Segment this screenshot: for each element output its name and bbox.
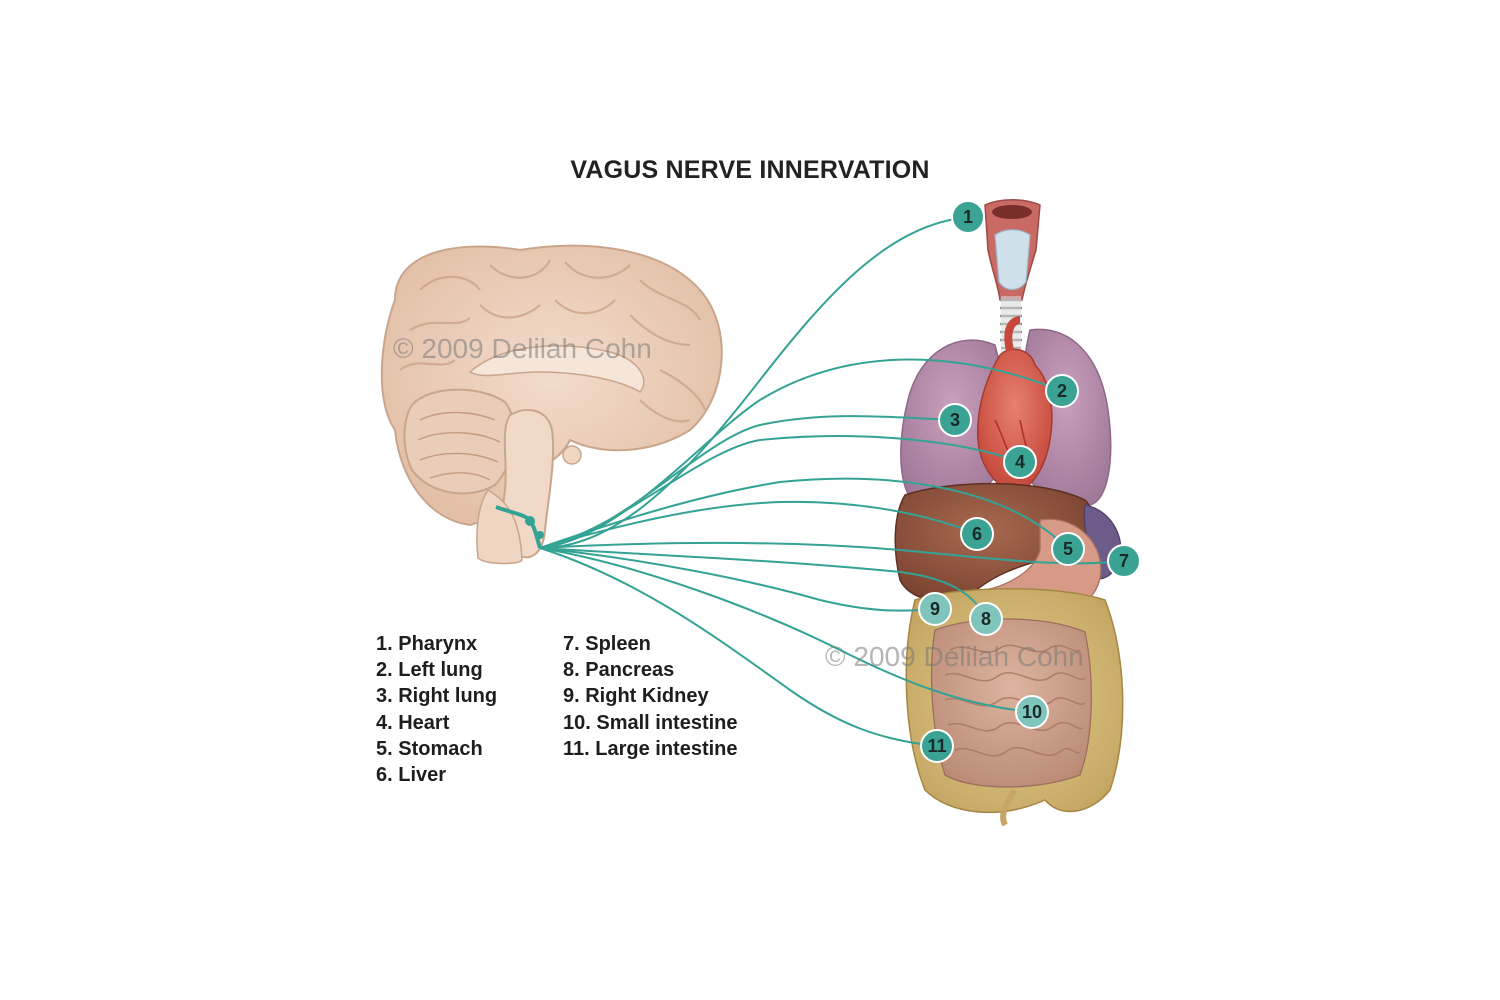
legend-item: 1. Pharynx (376, 633, 478, 655)
marker-7-circle (1107, 544, 1141, 578)
brain-illustration (380, 244, 723, 565)
legend-item: 7. Spleen (563, 633, 651, 655)
marker-2-circle (1045, 374, 1079, 408)
marker-3-circle (938, 403, 972, 437)
marker-8-label: 8 (981, 609, 991, 629)
marker-5-circle (1051, 532, 1085, 566)
vagus-nerve-paths (495, 216, 1125, 747)
diagram-title: VAGUS NERVE INNERVATION (570, 156, 930, 184)
marker-9-label: 9 (930, 599, 940, 619)
nerve-branch-heart (539, 435, 1021, 549)
nerve-branch-large-intestine (539, 547, 938, 747)
intestines-illustration (905, 588, 1124, 827)
nerve-branch-pancreas (539, 547, 987, 620)
marker-5-label: 5 (1063, 539, 1073, 559)
legend-item: 4. Heart (376, 711, 450, 734)
marker-4-label: 4 (1015, 452, 1025, 472)
marker-8-circle (969, 602, 1003, 636)
marker-11-circle (920, 729, 954, 763)
watermark-organs: © 2009 Delilah Cohn (825, 641, 1084, 672)
marker-1-label: 1 (963, 207, 973, 227)
marker-6-circle (960, 517, 994, 551)
legend-item: 10. Small intestine (563, 711, 738, 734)
marker-group: 1 2 3 4 5 6 7 8 9 10 11 (918, 200, 1141, 763)
marker-4-circle (1003, 445, 1037, 479)
legend-column-right: 7. Spleen 8. Pancreas 9. Right Kidney 10… (563, 631, 738, 762)
legend-item: 9. Right Kidney (563, 685, 709, 708)
nerve-branch-liver (539, 500, 978, 549)
marker-6-label: 6 (972, 524, 982, 544)
pharynx-illustration (984, 199, 1041, 352)
legend-item: 6. Liver (376, 763, 447, 786)
marker-2-label: 2 (1057, 381, 1067, 401)
watermark-brain: © 2009 Delilah Cohn (393, 333, 652, 364)
nerve-branch-spleen (539, 542, 1125, 565)
marker-1-circle (951, 200, 985, 234)
marker-9-circle (918, 592, 952, 626)
liver-illustration (894, 482, 1093, 603)
marker-10-label: 10 (1022, 702, 1042, 722)
marker-10-circle (1015, 695, 1049, 729)
legend-item: 5. Stomach (376, 737, 483, 760)
marker-3-label: 3 (950, 410, 960, 430)
legend-column-left: 1. Pharynx 2. Left lung 3. Right lung 4.… (376, 631, 497, 788)
legend-item: 3. Right lung (376, 685, 498, 708)
marker-11-label: 11 (927, 736, 946, 756)
nerve-branch-right-kidney (539, 547, 936, 612)
legend-item: 2. Left lung (376, 659, 483, 682)
nerve-branch-small-intestine (539, 547, 1033, 713)
legend-item: 11. Large intestine (563, 737, 738, 760)
marker-7-label: 7 (1119, 551, 1129, 571)
legend-item: 8. Pancreas (563, 659, 675, 682)
nerve-branch-stomach (539, 477, 1069, 550)
